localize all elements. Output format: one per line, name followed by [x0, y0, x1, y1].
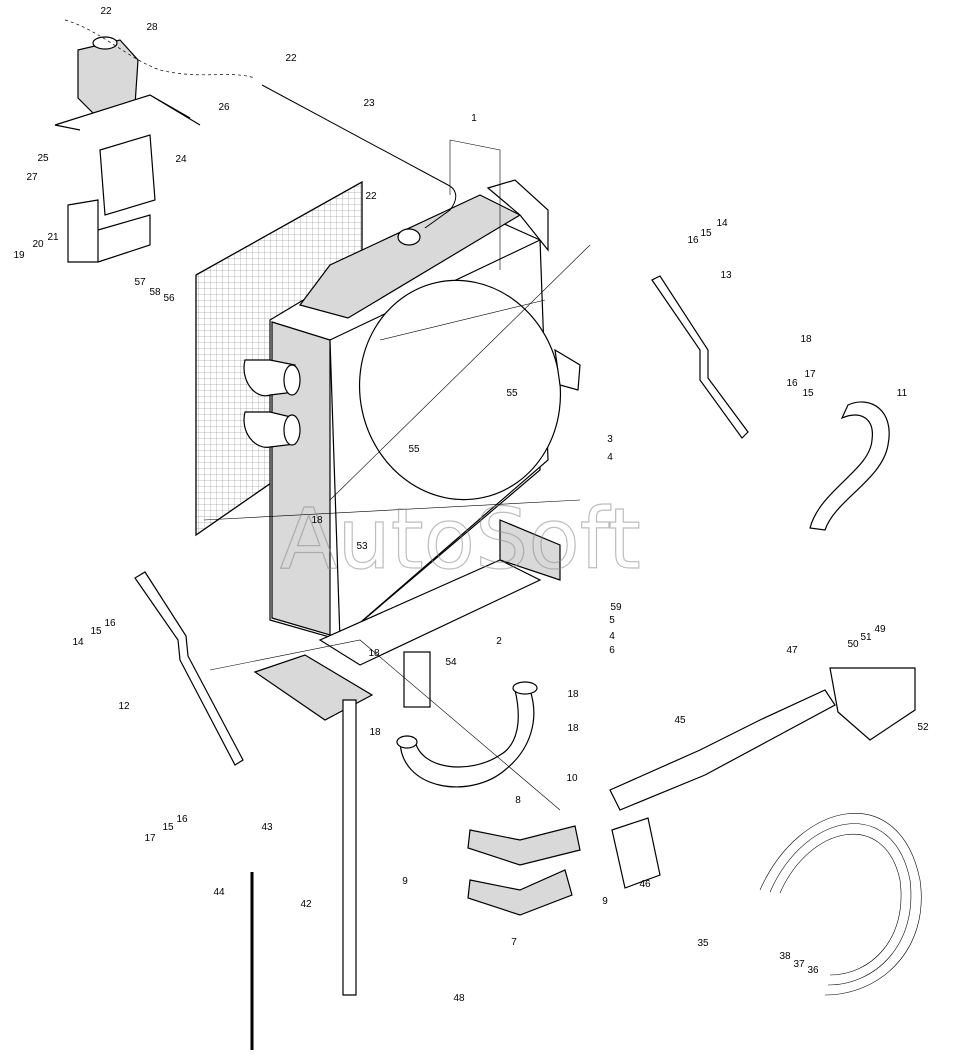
- stay-rod-upper: [651, 275, 749, 439]
- callout-55: 55: [506, 388, 518, 399]
- callout-52: 52: [917, 722, 929, 733]
- callout-38: 38: [779, 951, 791, 962]
- callout-58: 58: [149, 287, 161, 298]
- callout-22: 22: [285, 53, 297, 64]
- callout-3: 3: [607, 434, 613, 445]
- watermark: AutoSoft: [280, 490, 641, 588]
- callout-53: 53: [356, 541, 368, 552]
- overflow-tube: [261, 84, 457, 229]
- callout-50: 50: [847, 639, 859, 650]
- callout-47: 47: [786, 645, 798, 656]
- callout-56: 56: [163, 293, 175, 304]
- callout-49: 49: [874, 624, 886, 635]
- callout-12: 12: [118, 701, 130, 712]
- corrugated-hose-lower: [467, 869, 573, 916]
- callout-21: 21: [47, 232, 59, 243]
- upper-hose: [809, 401, 890, 531]
- callout-14: 14: [716, 218, 728, 229]
- callout-44: 44: [213, 887, 225, 898]
- callout-7: 7: [511, 937, 517, 948]
- corrugated-hose-upper: [467, 825, 581, 866]
- callout-42: 42: [300, 899, 312, 910]
- air-pipe: [611, 817, 661, 889]
- callout-18: 18: [311, 515, 323, 526]
- callout-13: 13: [720, 270, 732, 281]
- callout-4: 4: [609, 631, 615, 642]
- callout-6: 6: [609, 645, 615, 656]
- callout-16: 16: [687, 235, 699, 246]
- callout-15: 15: [162, 822, 174, 833]
- callout-10: 10: [566, 773, 578, 784]
- callout-23: 23: [363, 98, 375, 109]
- callout-28: 28: [146, 22, 158, 33]
- callout-17: 17: [144, 833, 156, 844]
- callout-19: 19: [13, 250, 25, 261]
- callout-9: 9: [602, 896, 608, 907]
- callout-15: 15: [90, 626, 102, 637]
- callout-36: 36: [807, 965, 819, 976]
- callout-59: 59: [610, 602, 622, 613]
- callout-15: 15: [802, 388, 814, 399]
- callout-14: 14: [72, 637, 84, 648]
- callout-2: 2: [496, 636, 502, 647]
- callout-18: 18: [800, 334, 812, 345]
- callout-16: 16: [104, 618, 116, 629]
- callout-55: 55: [408, 444, 420, 455]
- callout-48: 48: [453, 993, 465, 1004]
- callout-17: 17: [804, 369, 816, 380]
- callout-16: 16: [176, 814, 188, 825]
- callout-5: 5: [609, 615, 615, 626]
- callout-24: 24: [175, 154, 187, 165]
- expansion-tank: [54, 36, 201, 263]
- callout-4: 4: [607, 452, 613, 463]
- callout-46: 46: [639, 879, 651, 890]
- callout-15: 15: [700, 228, 712, 239]
- callout-18: 18: [567, 723, 579, 734]
- connecting-pipe: [403, 651, 431, 708]
- callout-43: 43: [261, 822, 273, 833]
- callout-18: 18: [368, 648, 380, 659]
- leader-lines: [203, 139, 591, 811]
- callout-9: 9: [402, 876, 408, 887]
- callout-11: 11: [897, 388, 908, 399]
- callout-45: 45: [674, 715, 686, 726]
- callout-8: 8: [515, 795, 521, 806]
- callout-18: 18: [369, 727, 381, 738]
- callout-57: 57: [134, 277, 146, 288]
- stay-rod-lower: [134, 571, 244, 766]
- callout-22: 22: [100, 6, 112, 17]
- callout-26: 26: [218, 102, 230, 113]
- callout-35: 35: [697, 938, 709, 949]
- callout-54: 54: [445, 657, 457, 668]
- strip-42: [342, 699, 357, 996]
- intake-pipe: [609, 689, 836, 811]
- callout-20: 20: [32, 239, 44, 250]
- callout-22: 22: [365, 191, 377, 202]
- callout-25: 25: [37, 153, 49, 164]
- callout-27: 27: [26, 172, 38, 183]
- callout-16: 16: [786, 378, 798, 389]
- callout-51: 51: [860, 632, 872, 643]
- fan-guard: [759, 813, 922, 996]
- callout-1: 1: [471, 113, 477, 124]
- callout-37: 37: [793, 959, 805, 970]
- overflow-hose-dashed: [64, 19, 256, 79]
- callout-18: 18: [567, 689, 579, 700]
